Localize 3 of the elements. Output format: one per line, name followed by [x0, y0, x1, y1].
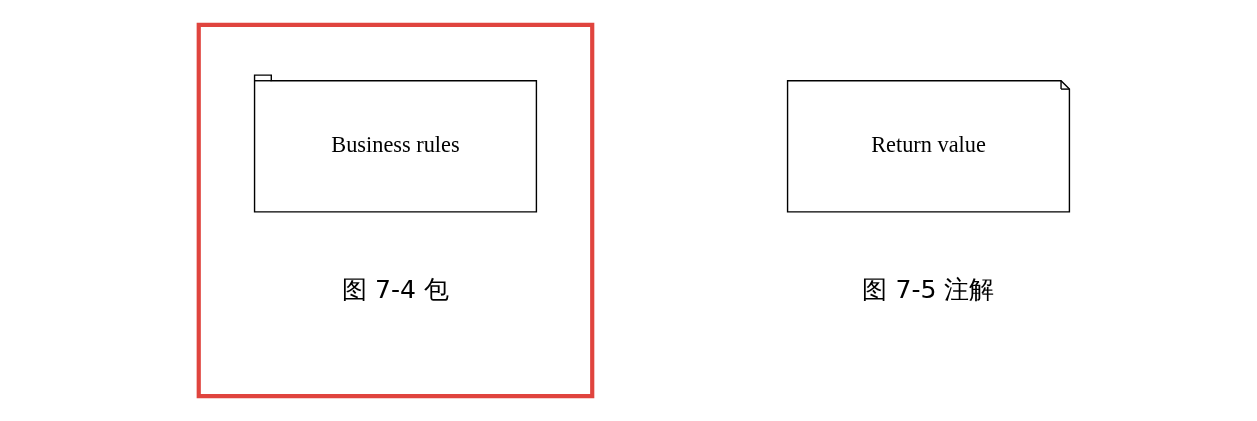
node-label: 图 7-5 注解: [862, 274, 995, 304]
cluster: [196, 22, 595, 399]
node-label: 图 7-4 包: [341, 274, 449, 304]
